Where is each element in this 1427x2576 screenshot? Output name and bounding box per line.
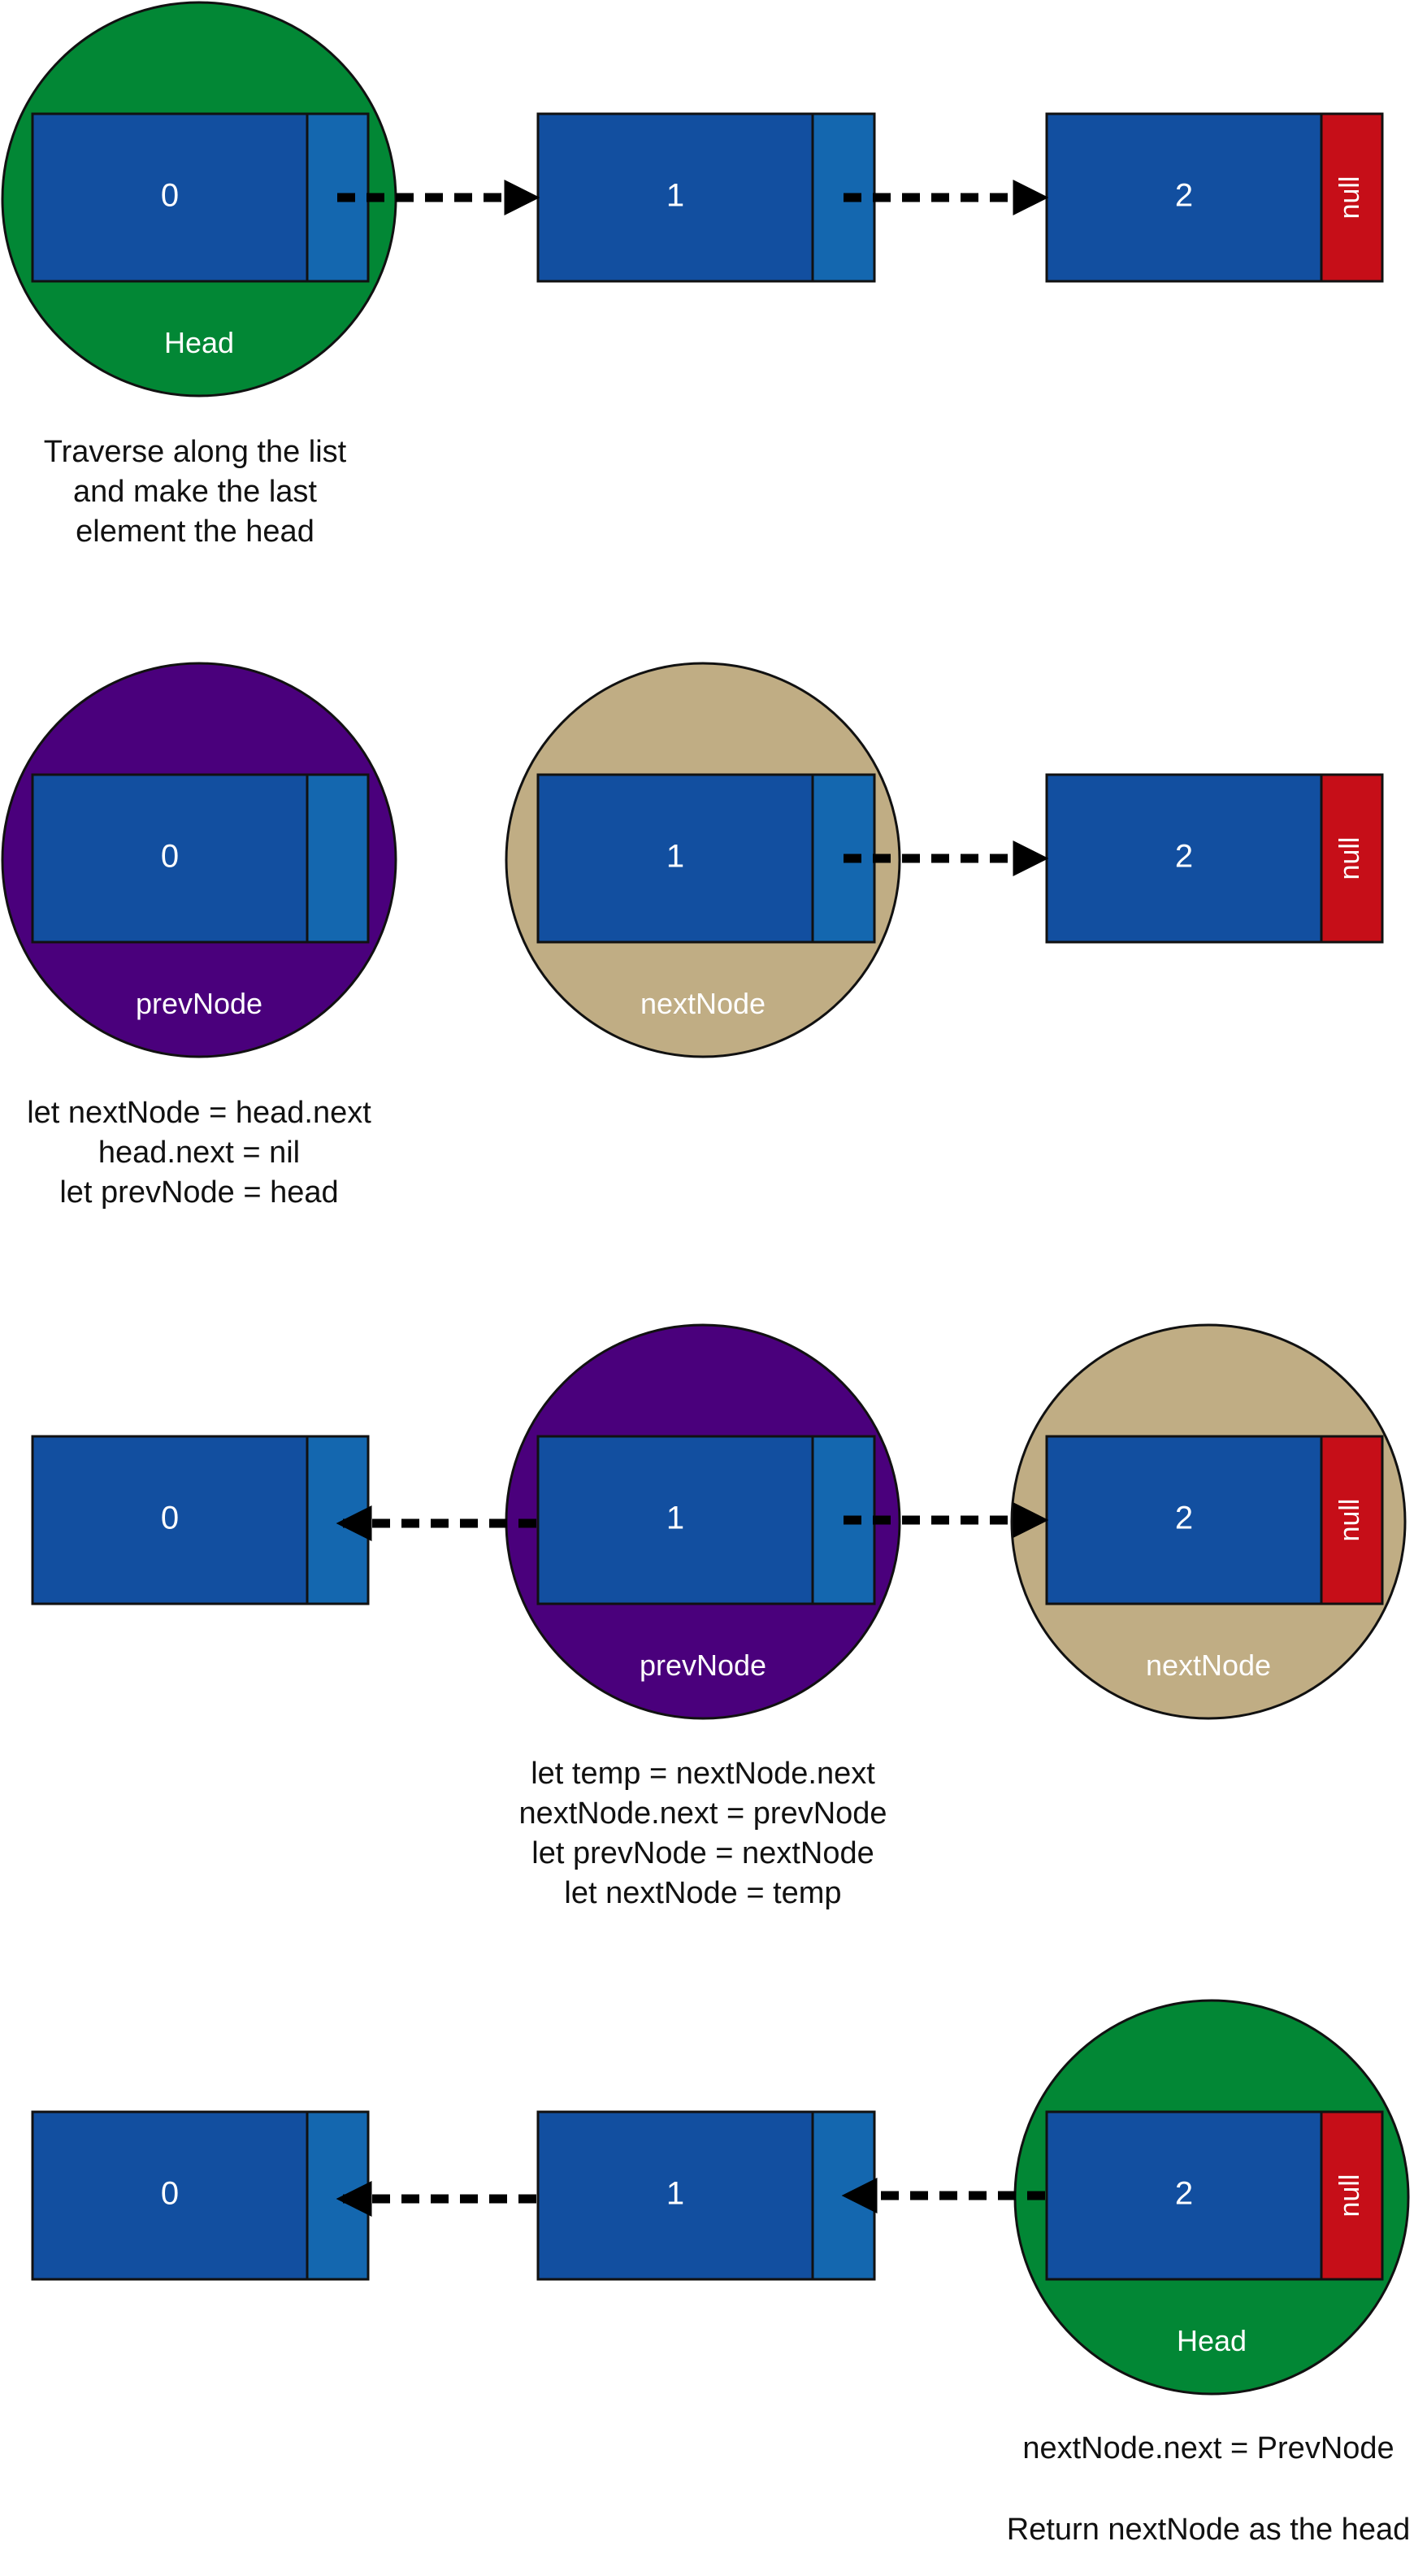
node-value-box bbox=[31, 773, 309, 944]
node-value: 0 bbox=[161, 1501, 179, 1536]
node-0: 0 bbox=[31, 112, 370, 283]
step-1-caption-line: and make the last bbox=[73, 475, 317, 509]
step-2-caption-line: head.next = nil bbox=[98, 1136, 300, 1170]
null-box bbox=[1320, 773, 1384, 944]
node-0: 0 bbox=[31, 773, 370, 944]
head-label: Head bbox=[164, 326, 234, 359]
node-1: 1 bbox=[536, 1435, 876, 1605]
node-value-box bbox=[536, 2110, 814, 2281]
node-value: 2 bbox=[1175, 178, 1193, 214]
step-1-caption-line: Traverse along the list bbox=[44, 435, 347, 469]
null-label: null bbox=[1334, 1499, 1365, 1542]
step-1-caption-line: element the head bbox=[76, 515, 314, 549]
next-node-label: nextNode bbox=[1146, 1649, 1271, 1682]
prev-node-label: prevNode bbox=[136, 987, 262, 1020]
node-pointer-box bbox=[306, 773, 370, 944]
node-2: 2 null bbox=[1045, 1435, 1384, 1605]
node-value: 1 bbox=[666, 839, 684, 875]
step-3-caption-line: let temp = nextNode.next bbox=[531, 1757, 875, 1791]
node-value-box bbox=[1045, 112, 1323, 283]
step-4-caption-next: nextNode.next = PrevNode bbox=[1022, 2431, 1394, 2465]
node-value: 0 bbox=[161, 839, 179, 875]
node-value-box bbox=[536, 773, 814, 944]
head-label: Head bbox=[1177, 2324, 1247, 2357]
step-4: 0 1 2 null Head nextNode.next = PrevNode… bbox=[31, 1999, 1410, 2547]
prev-node-label: prevNode bbox=[640, 1649, 766, 1682]
node-2: 2 null bbox=[1045, 773, 1384, 944]
node-value: 0 bbox=[161, 2176, 179, 2212]
node-value-box bbox=[1045, 2110, 1323, 2281]
node-value-box bbox=[1045, 1435, 1323, 1605]
node-value: 0 bbox=[161, 178, 179, 214]
step-3-caption-line: let prevNode = nextNode bbox=[531, 1836, 874, 1870]
node-2: 2 null bbox=[1045, 112, 1384, 283]
step-4-caption-return: Return nextNode as the head bbox=[1007, 2513, 1410, 2547]
null-box bbox=[1320, 2110, 1384, 2281]
null-label: null bbox=[1334, 837, 1365, 880]
node-value-box bbox=[31, 112, 309, 283]
node-value: 2 bbox=[1175, 2176, 1193, 2212]
step-3-caption-line: nextNode.next = prevNode bbox=[518, 1796, 887, 1831]
node-value: 1 bbox=[666, 1501, 684, 1536]
null-box bbox=[1320, 1435, 1384, 1605]
next-node-label: nextNode bbox=[640, 987, 766, 1020]
node-2: 2 null bbox=[1045, 2110, 1384, 2281]
node-value-box bbox=[1045, 773, 1323, 944]
step-2: 0 prevNode 1 nextNode 2 null let nextNod… bbox=[1, 662, 1384, 1210]
step-3-caption-line: let nextNode = temp bbox=[564, 1876, 841, 1910]
step-1: 0 Head 1 2 null Traverse along the list … bbox=[1, 1, 1384, 549]
node-value: 2 bbox=[1175, 839, 1193, 875]
node-0: 0 bbox=[31, 2110, 370, 2281]
node-value: 1 bbox=[666, 2176, 684, 2212]
node-1: 1 bbox=[536, 112, 876, 283]
node-value-box bbox=[536, 112, 814, 283]
step-2-caption-line: let nextNode = head.next bbox=[27, 1096, 371, 1130]
node-value: 2 bbox=[1175, 1501, 1193, 1536]
null-label: null bbox=[1334, 176, 1365, 219]
node-value: 1 bbox=[666, 178, 684, 214]
step-3: 0 1 prevNode 2 null nextNode let temp = … bbox=[31, 1323, 1407, 1910]
step-2-caption-line: let prevNode = head bbox=[59, 1175, 338, 1210]
null-box bbox=[1320, 112, 1384, 283]
null-label: null bbox=[1334, 2174, 1365, 2218]
node-0: 0 bbox=[31, 1435, 370, 1605]
node-1: 1 bbox=[536, 2110, 876, 2281]
node-value-box bbox=[31, 2110, 309, 2281]
node-1: 1 bbox=[536, 773, 876, 944]
